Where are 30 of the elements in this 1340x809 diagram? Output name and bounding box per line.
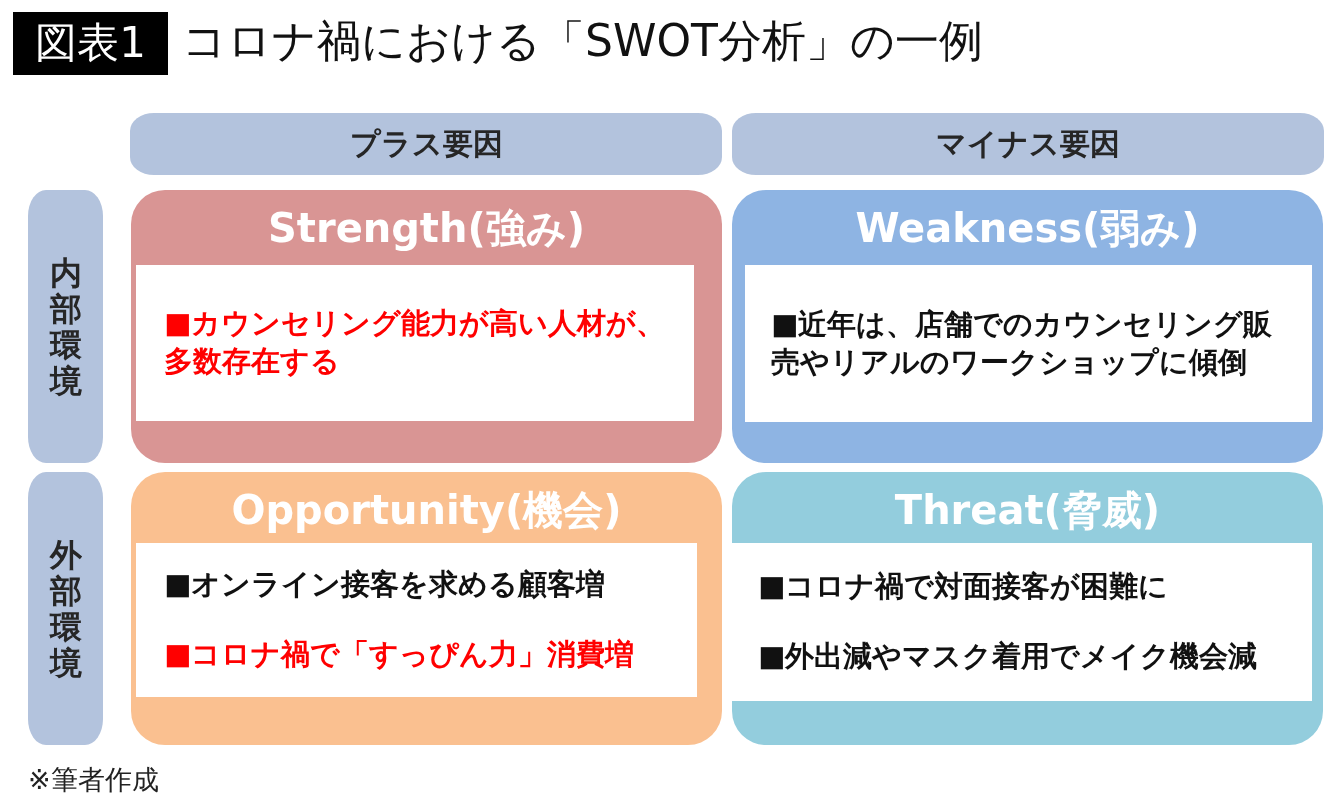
quadrant-title: Strength(強み) bbox=[267, 205, 586, 251]
swot-quadrant-panel bbox=[732, 190, 1323, 463]
column-header-text: プラス要因 bbox=[349, 126, 503, 162]
swot-quadrant-panel bbox=[131, 472, 722, 745]
quadrant-content-area bbox=[136, 265, 694, 421]
bullet-point-text: ■外出減やマスク着用でメイク機会減 bbox=[758, 638, 1258, 675]
quadrant-content-area bbox=[732, 543, 1312, 701]
column-header-text: マイナス要因 bbox=[936, 126, 1120, 162]
quadrant-title: Threat(脅威) bbox=[894, 487, 1161, 533]
swot-quadrant-panel bbox=[732, 472, 1323, 745]
column-header-band bbox=[732, 113, 1324, 175]
row-header-band bbox=[28, 190, 103, 463]
quadrant-content-area bbox=[745, 265, 1312, 422]
figure-title: コロナ禍における「SWOT分析」の一例 bbox=[182, 16, 983, 67]
quadrant-title: Weakness(弱み) bbox=[855, 205, 1200, 251]
bullet-point-text: ■コロナ禍で対面接客が困難に bbox=[758, 568, 1169, 606]
quadrant-content-area bbox=[136, 543, 697, 697]
row-header-band bbox=[28, 472, 103, 745]
column-header-band bbox=[130, 113, 722, 175]
row-header-text: 外部環境 bbox=[48, 536, 83, 681]
bullet-point-text: ■近年は、店舗でのカウンセリング販売やリアルのワークショップに傾倒 bbox=[771, 305, 1274, 381]
bullet-point-text: ■オンライン接客を求める顧客増 bbox=[164, 566, 606, 604]
source-note: ※筆者作成 bbox=[28, 764, 159, 797]
row-header-text: 内部環境 bbox=[48, 254, 83, 399]
bullet-point-text: ■コロナ禍で「すっぴん力」消費増 bbox=[164, 636, 635, 673]
quadrant-title: Opportunity(機会) bbox=[231, 487, 622, 533]
bullet-point-text: ■カウンセリング能力が高い人材が、多数存在する bbox=[164, 305, 667, 380]
figure-number-tag bbox=[13, 12, 168, 75]
figure-number-text: 図表1 bbox=[35, 20, 146, 67]
swot-quadrant-panel bbox=[131, 190, 722, 463]
